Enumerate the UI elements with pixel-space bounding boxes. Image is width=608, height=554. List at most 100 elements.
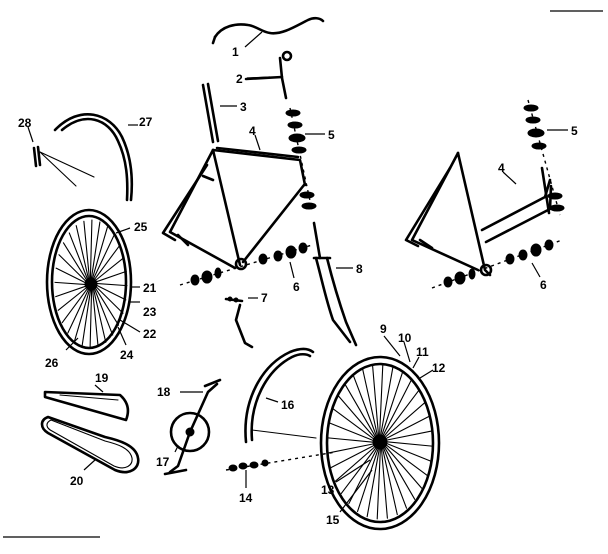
callout-16: 16 <box>281 398 295 412</box>
spoke <box>332 408 378 442</box>
front-fender-part-16 <box>244 347 317 444</box>
spoke <box>344 384 379 441</box>
callout-11: 11 <box>416 345 429 359</box>
spoke <box>68 232 90 283</box>
spoke <box>54 281 89 286</box>
spoke <box>58 254 89 284</box>
spoke <box>327 442 378 454</box>
spoke <box>67 286 91 334</box>
spoke <box>380 444 388 519</box>
spoke <box>89 286 93 349</box>
spoke <box>340 443 379 494</box>
callout-2: 2 <box>236 72 243 86</box>
spoke <box>62 242 89 284</box>
callout-8: 8 <box>356 262 363 276</box>
seat-post-part-3 <box>201 82 237 144</box>
rear-wheel-assembly <box>45 208 141 356</box>
spoke <box>93 283 127 301</box>
front-hub-part-14 <box>225 451 337 488</box>
callout-7: 7 <box>261 291 268 305</box>
bottom-bracket-part-6-right <box>431 239 563 289</box>
spoke <box>376 444 382 520</box>
crankset-part-17-18 <box>163 378 222 476</box>
handlebar-part-1 <box>211 16 325 48</box>
spoke <box>91 286 99 348</box>
spoke <box>366 444 381 518</box>
spoke <box>380 371 403 440</box>
kickstand-part-7 <box>224 296 258 349</box>
rear-fender-part-27 <box>53 113 138 202</box>
spoke <box>89 219 93 282</box>
spoke <box>83 220 91 282</box>
spoke <box>380 379 412 440</box>
chain-guard-part-19 <box>43 384 130 422</box>
callout-22: 22 <box>143 327 157 341</box>
spoke <box>381 402 426 441</box>
callout-5-right: 5 <box>571 124 578 138</box>
frame-part-4-right <box>404 151 553 277</box>
spoke <box>362 368 379 441</box>
callout-labels: 1 2 3 4 4 5 5 6 6 7 8 9 10 11 12 13 14 1… <box>18 45 578 527</box>
spoke <box>75 225 90 283</box>
callout-21: 21 <box>143 281 157 295</box>
callout-6-right: 6 <box>540 278 547 292</box>
callout-4-right: 4 <box>498 161 505 175</box>
callout-5-left: 5 <box>328 128 335 142</box>
spoke <box>91 226 108 282</box>
spoke <box>327 437 378 444</box>
callout-15: 15 <box>326 513 340 527</box>
spoke <box>352 375 379 441</box>
spoke <box>90 221 101 282</box>
spoke <box>81 286 92 347</box>
spoke <box>381 443 416 500</box>
spoke <box>334 443 379 482</box>
callout-6-left: 6 <box>293 280 300 294</box>
callout-18: 18 <box>157 385 171 399</box>
callout-26: 26 <box>45 356 59 370</box>
spoke <box>57 285 90 311</box>
spoke <box>93 282 128 287</box>
spoke <box>55 284 89 298</box>
callout-12: 12 <box>432 361 446 375</box>
callout-27: 27 <box>139 115 153 129</box>
headset-bearings-part-5-left <box>285 107 325 211</box>
spoke <box>329 422 378 443</box>
callout-24: 24 <box>120 348 134 362</box>
spoke <box>93 270 127 284</box>
front-fork-part-8 <box>312 221 358 347</box>
spoke <box>381 390 420 441</box>
spoke <box>381 415 430 441</box>
callout-20: 20 <box>70 474 84 488</box>
spoke <box>381 443 408 509</box>
spoke <box>337 395 378 442</box>
frame-part-4-left <box>161 134 307 271</box>
callout-9: 9 <box>380 322 387 336</box>
spoke <box>382 442 428 476</box>
spoke <box>92 285 107 343</box>
spoke <box>382 430 433 442</box>
callout-28: 28 <box>18 116 32 130</box>
callout-19: 19 <box>95 371 109 385</box>
spoke <box>93 284 124 314</box>
callout-17: 17 <box>156 455 170 469</box>
spoke <box>92 257 125 283</box>
spoke <box>74 286 91 342</box>
callout-3: 3 <box>240 100 247 114</box>
spoke <box>382 440 433 447</box>
callout-25: 25 <box>134 220 148 234</box>
spoke <box>379 366 394 440</box>
callout-4-left: 4 <box>249 124 256 138</box>
spoke <box>372 365 380 440</box>
callout-23: 23 <box>143 305 157 319</box>
spoke <box>93 284 120 326</box>
spoke <box>92 244 121 283</box>
callout-1: 1 <box>232 45 239 59</box>
spoke <box>357 444 380 513</box>
stem-part-2 <box>244 50 293 100</box>
spoke <box>382 442 423 489</box>
spoke <box>55 267 89 285</box>
spoke <box>92 285 114 336</box>
front-wheel-assembly <box>319 335 441 531</box>
callout-13: 13 <box>321 483 335 497</box>
spoke <box>330 443 379 469</box>
